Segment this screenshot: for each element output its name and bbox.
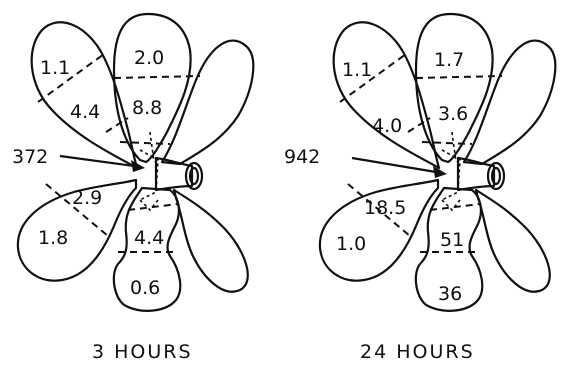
lobe-value-lower-middle-distal: 0.6 (130, 277, 160, 299)
lobe-value-lower-left-distal: 1.0 (336, 233, 366, 255)
lobe-value-lower-middle-distal: 36 (438, 283, 462, 305)
lobe-value-upper-left-proximal: 4.4 (70, 101, 100, 123)
lobe-value-lower-middle-proximal: 51 (440, 229, 464, 251)
lobe-value-lower-left-proximal: 18.5 (364, 197, 406, 219)
arrowhead (131, 160, 145, 172)
lobe-value-lower-left-distal: 1.8 (38, 227, 68, 249)
lobe-value-upper-left-distal: 1.1 (40, 57, 70, 79)
panel-24-hours: 942 1.1 4.0 1.7 3.6 18.5 1.0 51 36 24 HO… (284, 12, 557, 363)
injection-arrow (351, 156, 437, 174)
lobe-value-upper-middle-proximal: 8.8 (132, 97, 162, 119)
arrowhead (433, 166, 447, 178)
injection-value: 942 (284, 146, 320, 168)
panel-caption: 24 HOURS (360, 341, 475, 363)
injection-value: 372 (12, 146, 48, 168)
lobe-value-upper-middle-distal: 1.7 (434, 49, 464, 71)
lobe-value-upper-middle-proximal: 3.6 (438, 103, 468, 125)
lobe-value-lower-left-proximal: 2.9 (72, 187, 102, 209)
injection-arrow (59, 154, 135, 168)
panel-caption: 3 HOURS (92, 341, 193, 363)
lobe-value-lower-middle-proximal: 4.4 (134, 227, 164, 249)
panel-3-hours: 372 1.1 4.4 2.0 8.8 2.9 1.8 4.4 0.6 3 HO… (12, 12, 255, 363)
lobe-value-upper-left-proximal: 4.0 (372, 115, 402, 137)
lobe-value-upper-left-distal: 1.1 (342, 59, 372, 81)
lobe-value-upper-middle-distal: 2.0 (134, 47, 164, 69)
